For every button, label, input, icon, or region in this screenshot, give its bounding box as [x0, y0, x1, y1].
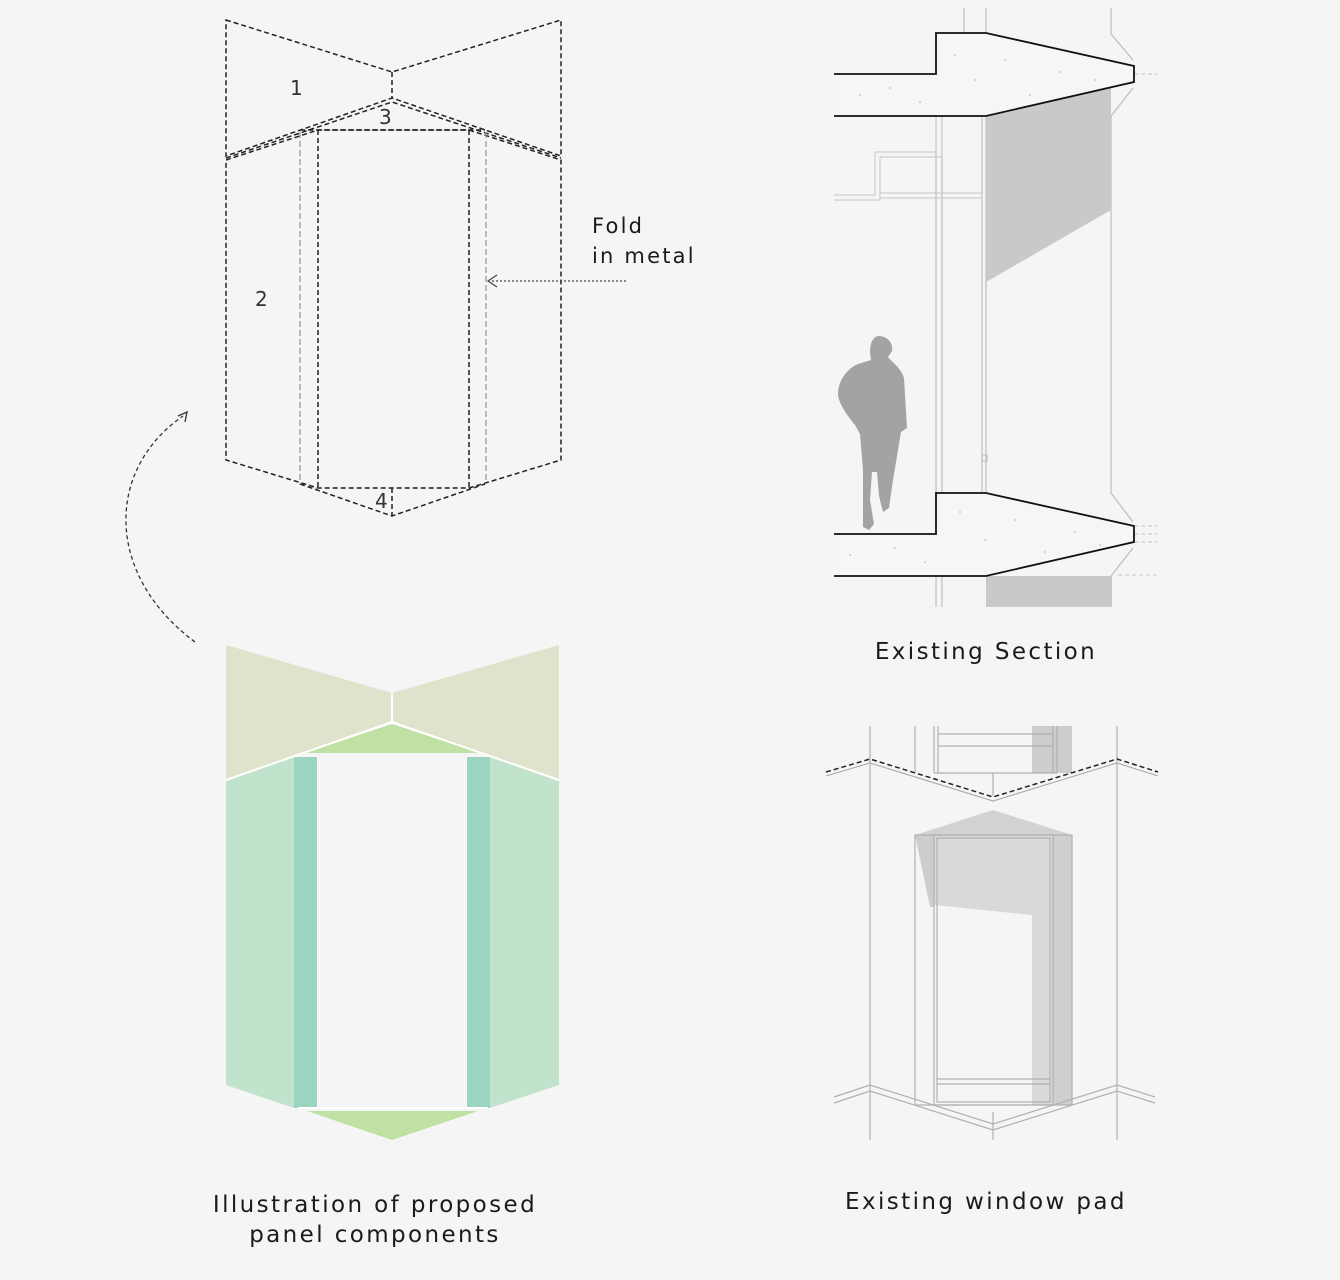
pad-shadow-left [915, 835, 934, 907]
fold-in-metal-label: Fold in metal [592, 211, 696, 271]
shadow-lower [986, 576, 1112, 607]
lower-slab [834, 492, 1135, 577]
proposed-panel-illustration [225, 645, 560, 1140]
pad-top-triangle [915, 810, 1072, 835]
caption-proposed-panel: Illustration of proposed panel component… [175, 1190, 575, 1250]
fold-label-line1: Fold [592, 214, 645, 238]
caption-section-text: Existing Section [874, 639, 1098, 665]
side-panel-right [490, 757, 559, 1108]
component-number-3: 3 [379, 105, 392, 129]
person-silhouette-icon [838, 336, 907, 530]
fold-lines [299, 132, 487, 484]
caption-proposed-line1: Illustration of proposed [212, 1192, 538, 1218]
top-triangle [305, 724, 480, 753]
fold-label-line2: in metal [592, 244, 696, 268]
bottom-triangle [307, 1111, 478, 1140]
pad-shadow-inner [934, 835, 1053, 1105]
shadow-upper [986, 88, 1111, 282]
component-1-outline [225, 18, 562, 158]
pad-shadow-top [1032, 726, 1072, 773]
caption-existing-section: Existing Section [826, 637, 1146, 667]
caption-window-pad-text: Existing window pad [845, 1189, 1127, 1215]
pad-shadow-right [1053, 835, 1072, 1105]
caption-existing-window-pad: Existing window pad [806, 1187, 1166, 1217]
fold-strip-right [467, 757, 490, 1108]
fold-annotation-arrow [486, 274, 626, 288]
curved-arrow-icon [125, 410, 196, 643]
upper-slab [834, 32, 1135, 117]
component-2-outline [225, 129, 562, 489]
component-number-1: 1 [290, 76, 303, 100]
side-panel-left [226, 757, 294, 1108]
existing-section-drawing [834, 8, 1158, 607]
top-wing-right [392, 645, 559, 780]
fold-strip-left [294, 757, 317, 1108]
component-number-4: 4 [375, 489, 388, 513]
exploded-panel-diagram [225, 18, 562, 517]
existing-window-pad-drawing [825, 726, 1159, 1140]
caption-proposed-line2: panel components [249, 1222, 501, 1248]
component-number-2: 2 [255, 287, 268, 311]
top-wing-left [226, 645, 392, 780]
